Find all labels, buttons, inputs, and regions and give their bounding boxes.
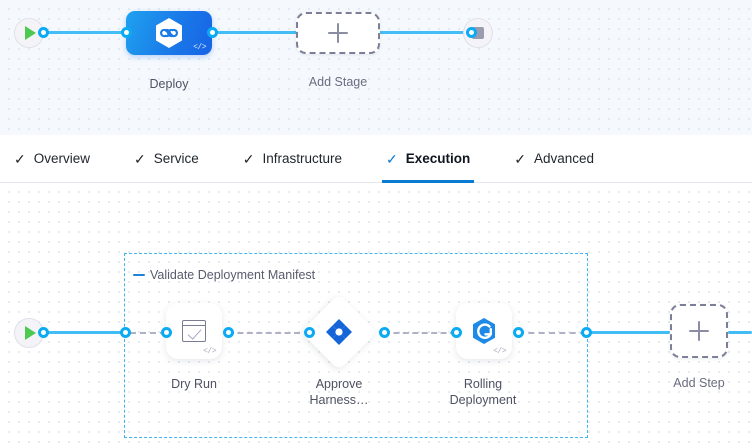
step-label-dry-run: Dry Run — [171, 377, 217, 391]
play-icon — [25, 326, 36, 340]
stage-label-deploy: Deploy — [149, 77, 189, 91]
connector-dot-group-entry[interactable] — [120, 327, 131, 338]
step-label-approve: Approve Harness… — [309, 377, 369, 407]
step-label-rolling-deployment: Rolling Deployment — [449, 377, 517, 407]
tab-execution[interactable]: ✓ Execution — [382, 135, 475, 183]
step-node-rolling-deployment[interactable]: </> — [456, 303, 512, 359]
approval-diamond-icon — [326, 319, 352, 345]
check-icon: ✓ — [134, 150, 146, 167]
tab-label: Infrastructure — [262, 151, 343, 166]
code-badge-icon: </> — [493, 347, 506, 356]
connector-deploy-to-addstage — [212, 31, 298, 34]
rolling-deployment-icon — [473, 318, 495, 344]
connector-dot-exec-start-out[interactable] — [38, 327, 49, 338]
connector-start-to-group — [38, 331, 130, 334]
connector-dot-deploy-out[interactable] — [207, 27, 218, 38]
add-step-button[interactable] — [670, 304, 728, 358]
add-stage-button[interactable] — [296, 12, 380, 54]
connector-dot-dryrun-in[interactable] — [161, 327, 172, 338]
connector-dot-group-exit[interactable] — [581, 327, 592, 338]
check-icon: ✓ — [514, 150, 526, 167]
tab-label: Overview — [33, 151, 90, 166]
execution-steps-canvas[interactable]: Validate Deployment Manifest </> Dry Run — [0, 183, 752, 448]
play-icon — [25, 26, 36, 40]
tab-label: Execution — [405, 151, 471, 166]
connector-dot-start-out[interactable] — [38, 27, 49, 38]
tab-label: Advanced — [534, 151, 595, 166]
connector-groupentry-to-dryrun — [130, 332, 166, 334]
check-icon: ✓ — [242, 150, 255, 167]
dry-run-checkbox-icon — [182, 320, 206, 342]
connector-addstep-out — [728, 331, 752, 334]
connector-dot-approve-out[interactable] — [379, 327, 390, 338]
connector-dryrun-to-approve — [228, 332, 300, 334]
check-icon: ✓ — [14, 150, 26, 167]
connector-dot-end-in[interactable] — [466, 27, 477, 38]
connector-addstage-to-end — [378, 31, 470, 34]
step-node-approve[interactable] — [312, 305, 366, 359]
connector-dot-approve-in[interactable] — [304, 327, 315, 338]
tab-overview[interactable]: ✓ Overview — [14, 135, 90, 183]
connector-dot-deploy-in[interactable] — [121, 27, 132, 38]
connector-rolling-to-groupexit — [518, 332, 586, 334]
plus-icon — [328, 23, 348, 43]
connector-dot-rolling-in[interactable] — [451, 327, 462, 338]
tab-infrastructure[interactable]: ✓ Infrastructure — [243, 135, 342, 183]
code-badge-icon: </> — [193, 43, 206, 52]
tab-label: Service — [153, 151, 199, 166]
code-badge-icon: </> — [203, 347, 216, 356]
step-group-validate-deployment-manifest[interactable] — [124, 253, 588, 438]
connector-start-to-deploy — [38, 31, 126, 34]
add-step-label: Add Step — [673, 376, 725, 390]
connector-approve-to-rolling — [384, 332, 456, 334]
pipeline-stage-canvas[interactable]: </> Deploy Add Stage — [0, 0, 752, 135]
step-node-dry-run[interactable]: </> — [166, 303, 222, 359]
minus-icon[interactable] — [133, 274, 145, 276]
stage-node-deploy[interactable]: </> — [126, 11, 212, 55]
check-icon: ✓ — [386, 150, 398, 167]
tab-service[interactable]: ✓ Service — [134, 135, 199, 183]
harness-hexagon-icon — [156, 18, 182, 48]
check-mark — [187, 325, 202, 340]
step-group-header[interactable]: Validate Deployment Manifest — [133, 268, 315, 282]
connector-dot-rolling-out[interactable] — [513, 327, 524, 338]
connector-groupexit-to-addstep — [586, 331, 670, 334]
tab-advanced[interactable]: ✓ Advanced — [514, 135, 594, 183]
stage-config-tabs[interactable]: ✓ Overview ✓ Service ✓ Infrastructure ✓ … — [0, 135, 752, 183]
add-stage-label: Add Stage — [308, 75, 368, 89]
connector-dot-dryrun-out[interactable] — [223, 327, 234, 338]
step-group-title: Validate Deployment Manifest — [150, 268, 316, 282]
plus-icon — [689, 321, 709, 341]
